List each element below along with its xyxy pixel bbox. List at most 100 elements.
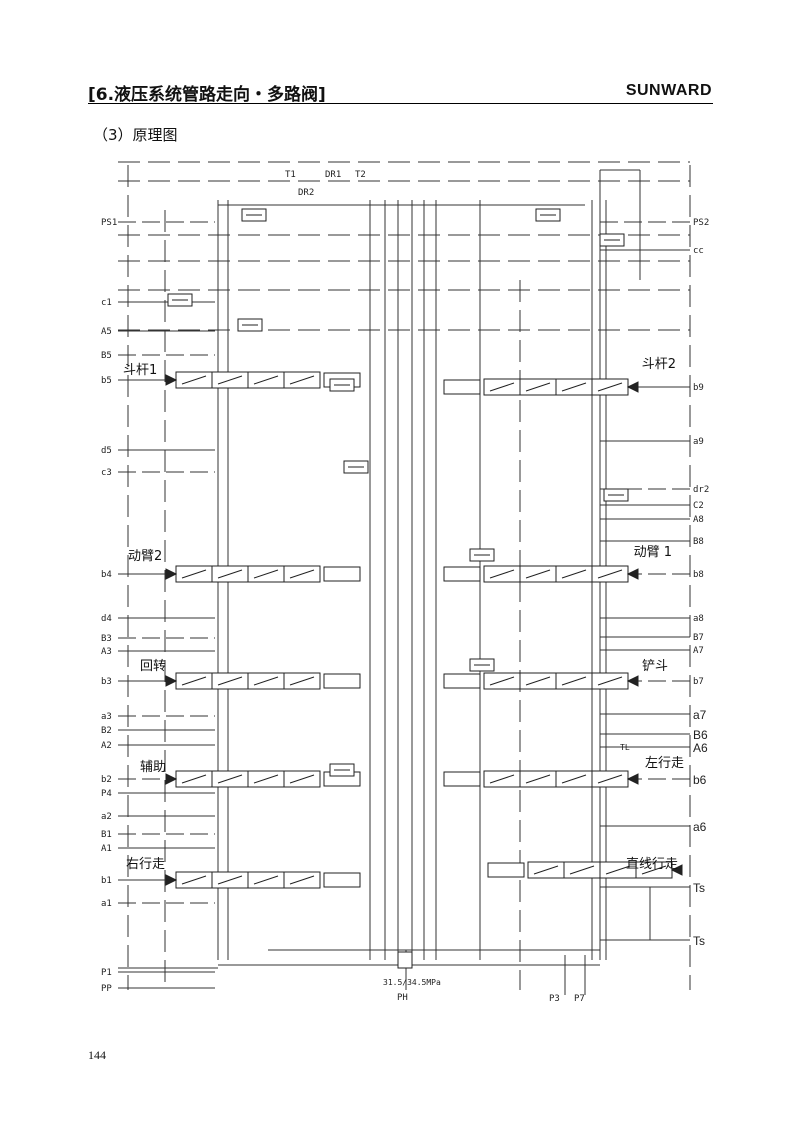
- valve-spool: [165, 871, 361, 889]
- valve-spool: [165, 672, 361, 690]
- port-label: C2: [693, 501, 704, 511]
- pilot-arrow: [626, 773, 639, 785]
- valve-arrow: [253, 875, 279, 885]
- valve-arrow: [217, 676, 243, 686]
- port-label: B1: [101, 830, 112, 840]
- header-divider: [88, 103, 713, 104]
- valve-spool: [487, 861, 683, 879]
- pilot-arrow: [670, 864, 683, 876]
- spool-aux: [323, 673, 361, 689]
- port-label: P4: [101, 789, 112, 799]
- valve-arrow: [289, 875, 315, 885]
- port-label: c3: [101, 468, 112, 478]
- valve-section-name: 动臂2: [128, 549, 162, 564]
- valve-section-name: 直线行走: [626, 857, 678, 872]
- port-label: a8: [693, 614, 704, 624]
- valve-blocks: [165, 208, 683, 969]
- port-label: Ts: [693, 881, 705, 895]
- port-label: a9: [693, 437, 704, 447]
- port-label: P3: [549, 994, 560, 1004]
- port-label: P1: [101, 968, 112, 978]
- port-label: PP: [101, 984, 112, 994]
- valve-arrow: [253, 774, 279, 784]
- spool-aux: [323, 872, 361, 888]
- pilot-arrow: [626, 381, 639, 393]
- valve-arrow: [561, 382, 587, 392]
- port-label: B8: [693, 537, 704, 547]
- valve-arrow: [253, 375, 279, 385]
- pilot-arrow: [165, 874, 178, 886]
- port-label: b7: [693, 677, 704, 687]
- port-label: A8: [693, 515, 704, 525]
- valve-arrow: [253, 676, 279, 686]
- port-label: P7: [574, 994, 585, 1004]
- valve-arrow: [597, 774, 623, 784]
- pilot-arrow: [626, 675, 639, 687]
- port-label: B7: [693, 633, 704, 643]
- valve-section-name: 左行走: [645, 756, 684, 771]
- valve-arrow: [181, 676, 207, 686]
- port-label: B6: [693, 728, 708, 742]
- port-label: PS1: [101, 218, 117, 228]
- pilot-arrow: [165, 773, 178, 785]
- port-label: PH: [397, 993, 408, 1003]
- valve-arrow: [489, 676, 515, 686]
- port-label: Ts: [693, 934, 705, 948]
- brand-logo-text: SUNWARD: [625, 82, 712, 99]
- valve-spool: [165, 371, 361, 389]
- valve-arrow: [641, 865, 667, 875]
- port-label: b3: [101, 677, 112, 687]
- valve-arrow: [181, 774, 207, 784]
- valve-arrow: [569, 865, 595, 875]
- port-label: b6: [693, 773, 707, 787]
- main-relief-valve: [397, 951, 413, 969]
- spool-aux: [443, 673, 481, 689]
- spool-aux: [443, 771, 481, 787]
- port-label: b1: [101, 876, 112, 886]
- port-label: d4: [101, 614, 112, 624]
- port-label: DR1: [325, 170, 341, 180]
- port-label: b9: [693, 383, 704, 393]
- port-label: A1: [101, 844, 112, 854]
- spool-aux: [443, 379, 481, 395]
- port-label: cc: [693, 246, 704, 256]
- valve-arrow: [489, 569, 515, 579]
- relief-setting-label: 31.5/34.5MPa: [383, 978, 441, 987]
- valve-arrow: [525, 676, 551, 686]
- port-label: a1: [101, 899, 112, 909]
- port-label: b2: [101, 775, 112, 785]
- port-label: A3: [101, 647, 112, 657]
- pilot-arrow: [165, 374, 178, 386]
- page-number: 144: [88, 1048, 106, 1062]
- pilot-arrow: [626, 568, 639, 580]
- valve-arrow: [525, 774, 551, 784]
- port-label: DR2: [298, 188, 314, 198]
- valve-arrow: [561, 569, 587, 579]
- port-label: T1: [285, 170, 296, 180]
- valve-arrow: [525, 382, 551, 392]
- port-label: dr2: [693, 485, 709, 495]
- port-label: c1: [101, 298, 112, 308]
- valve-section-name: 斗杆2: [642, 357, 676, 372]
- valve-arrow: [217, 375, 243, 385]
- valve-arrow: [289, 375, 315, 385]
- port-label: B3: [101, 634, 112, 644]
- valve-spool: [443, 672, 639, 690]
- spool-aux: [443, 566, 481, 582]
- valve-arrow: [181, 375, 207, 385]
- valve-spool: [443, 770, 639, 788]
- port-label: d5: [101, 446, 112, 456]
- valve-arrow: [181, 875, 207, 885]
- valve-section-name: 铲斗: [642, 659, 668, 674]
- valve-section-name: 辅助: [140, 760, 166, 775]
- valve-section-name: 回转: [140, 659, 166, 674]
- port-label: a3: [101, 712, 112, 722]
- valve-arrow: [561, 774, 587, 784]
- port-label: B5: [101, 351, 112, 361]
- valve-arrow: [605, 865, 631, 875]
- valve-spool: [443, 565, 639, 583]
- port-label: B2: [101, 726, 112, 736]
- valve-arrow: [561, 676, 587, 686]
- spool-aux: [487, 862, 525, 878]
